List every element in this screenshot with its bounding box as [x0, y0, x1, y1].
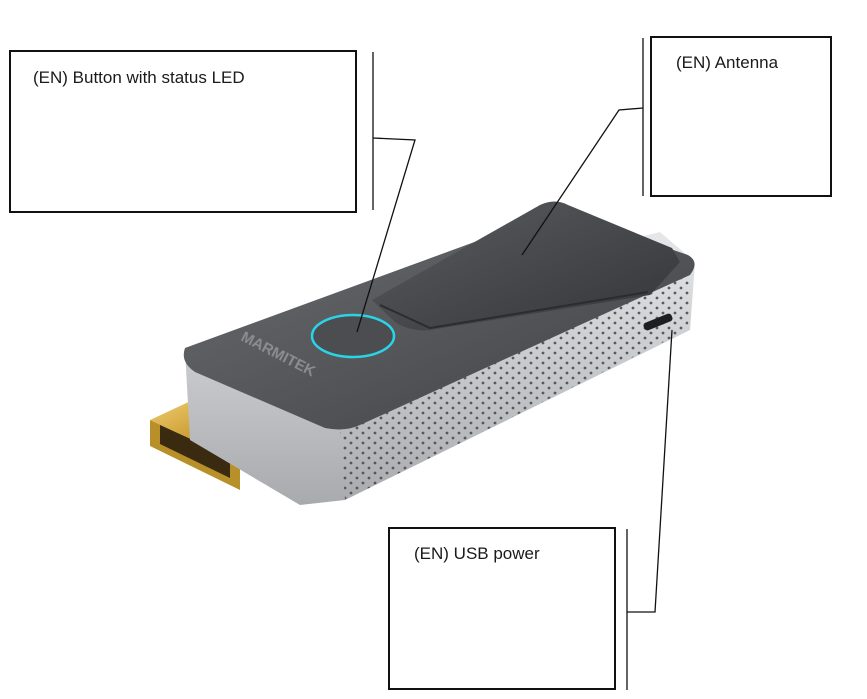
- callout-button-led: (EN) Button with status LED: [9, 50, 357, 213]
- callout-antenna: (EN) Antenna: [650, 36, 832, 197]
- leader-lines: [356, 38, 673, 690]
- callout-usb-power: (EN) USB power: [388, 527, 616, 690]
- callout-usb-power-label: (EN) USB power: [414, 544, 540, 563]
- antenna-flap: [372, 201, 680, 331]
- callout-button-led-label: (EN) Button with status LED: [33, 68, 245, 87]
- callout-antenna-label: (EN) Antenna: [676, 53, 779, 72]
- usb-port: [643, 313, 673, 331]
- status-led-button: [310, 313, 396, 359]
